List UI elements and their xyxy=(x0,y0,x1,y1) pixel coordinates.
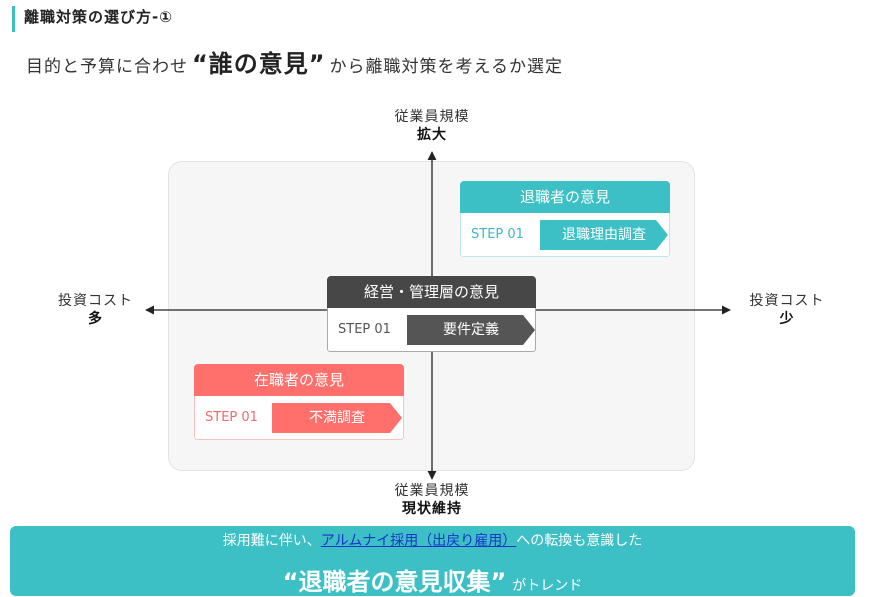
axis-right-sub: 少 xyxy=(779,311,795,327)
card-body: STEP 01 退職理由調査 xyxy=(460,213,670,257)
axis-bottom-sub: 現状維持 xyxy=(402,501,462,517)
subtitle-before: 目的と予算に合わせ xyxy=(26,57,188,77)
step-arrow: 不満調査 xyxy=(272,403,402,433)
axis-label-left: 投資コスト 多 xyxy=(38,292,153,328)
axis-right-label: 投資コスト xyxy=(749,293,825,309)
card-body: STEP 01 要件定義 xyxy=(327,308,536,352)
alumni-hiring-link[interactable]: アルムナイ採用（出戻り雇用） xyxy=(320,533,517,549)
axis-top-label: 従業員規模 xyxy=(394,109,470,125)
card-title: 経営・管理層の意見 xyxy=(327,276,536,308)
axis-label-top: 従業員規模 拡大 xyxy=(372,108,492,144)
axis-left-sub: 多 xyxy=(88,311,103,327)
card-title: 退職者の意見 xyxy=(460,181,670,213)
axis-bottom-label: 従業員規模 xyxy=(394,483,470,499)
step-arrow: 要件定義 xyxy=(407,315,535,345)
page-title: 離職対策の選び方-① xyxy=(24,8,173,26)
axis-label-right: 投資コスト 少 xyxy=(732,292,842,328)
card-management-opinion: 経営・管理層の意見 STEP 01 要件定義 xyxy=(327,276,536,352)
header-accent-bar xyxy=(12,6,15,32)
banner-trend-suffix: がトレンド xyxy=(512,578,583,594)
card-body: STEP 01 不満調査 xyxy=(194,396,404,440)
banner-line-1: 採用難に伴い、アルムナイ採用（出戻り雇用）への転換も意識した xyxy=(10,530,855,550)
banner-text-after: への転換も意識した xyxy=(516,533,643,549)
banner-line-2: “退職者の意見収集” がトレンド xyxy=(10,562,855,597)
step-arrow: 退職理由調査 xyxy=(540,220,668,250)
step-label: STEP 01 xyxy=(471,227,524,242)
card-employee-opinion: 在職者の意見 STEP 01 不満調査 xyxy=(194,364,404,440)
step-label: STEP 01 xyxy=(338,322,391,337)
banner-trend-emphasis: “退職者の意見収集” xyxy=(282,568,507,596)
axis-label-bottom: 従業員規模 現状維持 xyxy=(372,482,492,518)
card-retiree-opinion: 退職者の意見 STEP 01 退職理由調査 xyxy=(460,181,670,257)
subtitle-after: から離職対策を考えるか選定 xyxy=(329,57,564,77)
banner-text-before: 採用難に伴い、 xyxy=(222,533,321,549)
axis-top-sub: 拡大 xyxy=(417,127,447,143)
step-label: STEP 01 xyxy=(205,410,258,425)
subtitle: 目的と予算に合わせ“誰の意見”から離職対策を考えるか選定 xyxy=(26,44,563,79)
card-title: 在職者の意見 xyxy=(194,364,404,396)
axis-left-label: 投資コスト xyxy=(58,293,133,309)
subtitle-emphasis: “誰の意見” xyxy=(192,50,326,78)
